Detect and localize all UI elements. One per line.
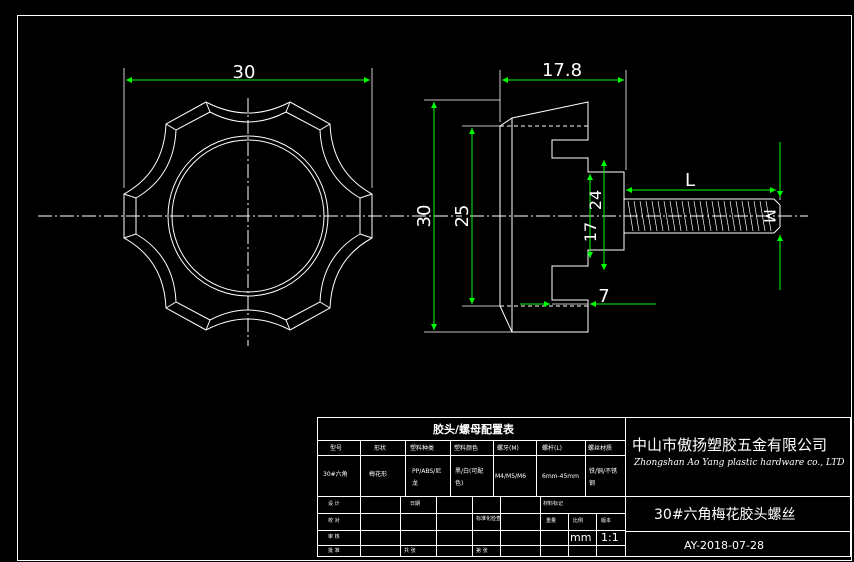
- label-design: 设 计: [328, 501, 340, 507]
- thread-line: [669, 200, 676, 232]
- thread-line: [687, 200, 694, 232]
- thread-line: [717, 200, 724, 232]
- table-title: 胶头/螺母配置表: [433, 423, 515, 436]
- thread-line: [693, 200, 700, 232]
- thread-line: [657, 200, 664, 232]
- dim-17: 17: [581, 222, 600, 242]
- thread-line: [735, 200, 742, 232]
- drawing-frame: [17, 15, 852, 561]
- thread-line: [681, 200, 688, 232]
- thread-line: [729, 200, 736, 232]
- company-name-cn: 中山市傲扬塑胶五金有限公司: [632, 436, 828, 454]
- cell-shape: 梅花形: [369, 471, 388, 478]
- thread-line: [705, 200, 712, 232]
- front-view: [38, 98, 462, 346]
- dim-25: 25: [452, 205, 473, 228]
- company-name-en: Zhongshan Ao Yang plastic hardware co., …: [634, 458, 845, 468]
- dim-24: 24: [586, 190, 605, 210]
- label-version: 版本: [601, 518, 612, 524]
- scale: 1:1: [601, 531, 619, 544]
- label-sheet-no: 第 张: [476, 548, 488, 554]
- front-width-dim: [123, 68, 373, 188]
- thread-line: [639, 200, 646, 232]
- dim-30-front: 30: [233, 62, 256, 83]
- thread-line: [759, 200, 766, 232]
- header-plastic-type: 塑料种类: [410, 445, 435, 452]
- thread-line: [723, 200, 730, 232]
- dim-7: 7: [598, 286, 609, 307]
- thread-line: [651, 200, 658, 232]
- unit-mm: mm: [570, 531, 592, 544]
- header-model: 型号: [330, 445, 343, 452]
- label-weight: 重量: [546, 518, 557, 524]
- dim-17-8: 17.8: [542, 60, 582, 81]
- thread-line: [747, 200, 754, 232]
- label-std-check: 标准化检查: [476, 516, 502, 522]
- cell-screw-material: 铁/铜/不锈钢: [589, 468, 618, 487]
- drawing-number: AY-2018-07-28: [684, 539, 764, 552]
- dim-m: M: [760, 209, 779, 223]
- header-screw-material: 螺丝材质: [588, 445, 613, 452]
- header-screw-length: 螺杆(L): [542, 445, 563, 452]
- thread-line: [753, 200, 760, 232]
- thread-line: [663, 200, 670, 232]
- thread-line: [699, 200, 706, 232]
- part-name: 30#六角梅花胶头螺丝: [654, 507, 796, 523]
- header-shape: 形状: [374, 445, 387, 452]
- header-thread: 螺牙(M): [497, 445, 519, 452]
- title-block: [317, 417, 851, 557]
- dim-30-side: 30: [414, 205, 435, 228]
- thread-line: [675, 200, 682, 232]
- cell-thread: M4/M5/M6: [495, 473, 527, 480]
- label-sheet-total: 共 张: [404, 548, 416, 554]
- cell-screw-length: 6mm-45mm: [542, 473, 579, 480]
- label-approve: 批 准: [328, 548, 340, 554]
- side-dims: [424, 70, 783, 333]
- thread-line: [741, 200, 748, 232]
- thread-line: [765, 200, 772, 232]
- thread-line: [711, 200, 718, 232]
- label-material-mark: 材料标记: [543, 501, 564, 507]
- label-audit: 审 核: [328, 534, 340, 540]
- thread-line: [633, 200, 640, 232]
- thread-line: [627, 200, 634, 232]
- side-view: [470, 101, 808, 333]
- header-plastic-color: 塑料颜色: [454, 445, 479, 452]
- cell-plastic-type: PP/ABS/尼龙: [412, 468, 442, 487]
- dim-l: L: [685, 170, 695, 191]
- label-ratio: 比例: [573, 518, 584, 524]
- cell-plastic-color: 黑/白(可配色): [455, 468, 484, 487]
- label-check: 校 对: [328, 518, 340, 524]
- thread-line: [645, 200, 652, 232]
- label-date: 日期: [410, 501, 421, 507]
- thread-hatching: [627, 200, 772, 232]
- cell-model: 30#六角: [323, 471, 348, 478]
